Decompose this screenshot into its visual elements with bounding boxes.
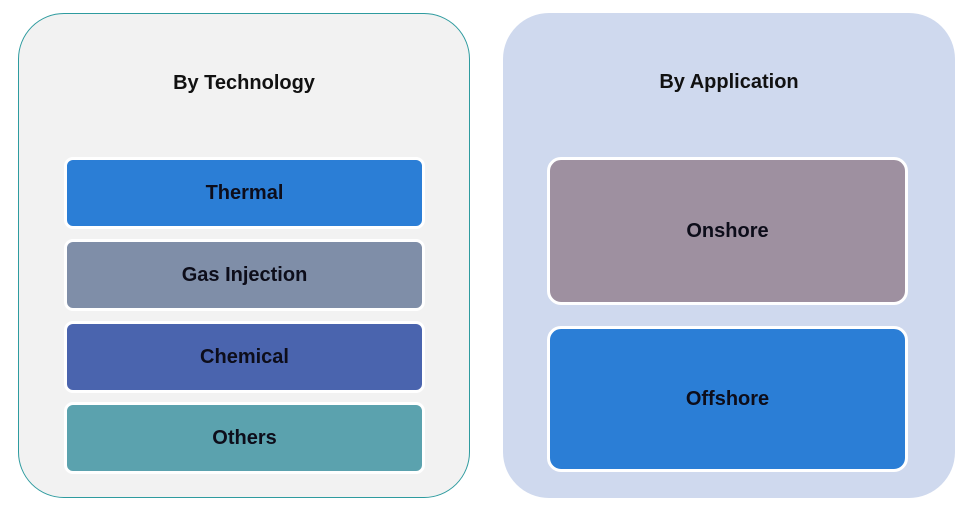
segment-onshore: Onshore xyxy=(547,157,908,305)
segment-chemical: Chemical xyxy=(64,321,425,393)
technology-panel: By Technology Thermal Gas Injection Chem… xyxy=(18,13,470,498)
segment-thermal: Thermal xyxy=(64,157,425,229)
application-panel: By Application Onshore Offshore xyxy=(503,13,955,498)
segment-others: Others xyxy=(64,402,425,474)
segment-offshore: Offshore xyxy=(547,326,908,472)
segment-gas-injection: Gas Injection xyxy=(64,239,425,311)
technology-panel-title: By Technology xyxy=(173,72,315,94)
application-panel-title: By Application xyxy=(659,71,799,93)
